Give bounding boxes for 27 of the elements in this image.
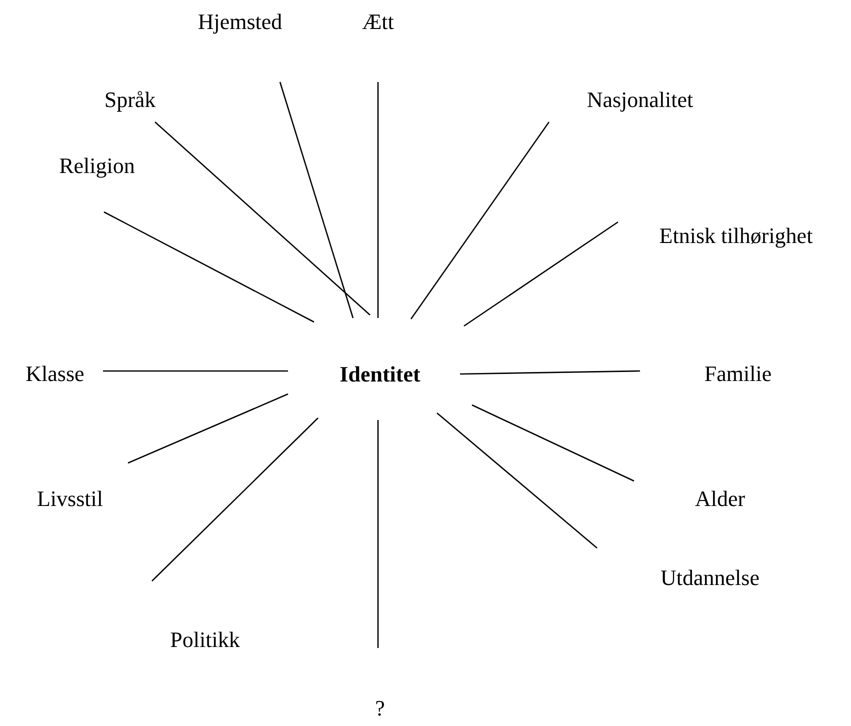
spoke-line xyxy=(152,418,318,582)
spoke-line xyxy=(472,404,634,482)
spoke-label: Utdannelse xyxy=(592,544,762,592)
spoke-label: Religion xyxy=(56,152,138,216)
spoke-label: Etnisk tilhørighet xyxy=(631,222,816,250)
spoke-label: Politikk xyxy=(167,544,243,654)
spoke-line xyxy=(410,122,550,320)
spoke-line xyxy=(436,412,598,548)
spoke-line xyxy=(128,393,288,464)
spoke-line xyxy=(279,82,354,318)
spoke-line xyxy=(460,370,640,375)
spoke-label: Alder xyxy=(630,484,748,514)
center-label: Identitet xyxy=(290,262,470,422)
spoke-label: Ætt xyxy=(359,8,397,86)
spoke-line xyxy=(464,221,618,327)
spoke-label: Livsstil xyxy=(34,458,133,514)
spoke-label: Klasse xyxy=(22,360,104,388)
spoke-label: ? xyxy=(372,588,388,722)
spoke-label: Nasjonalitet xyxy=(548,86,696,126)
spoke-label: Hjemsted xyxy=(194,8,286,86)
spoke-line xyxy=(154,122,370,316)
spoke-line xyxy=(377,420,379,648)
spoke-line xyxy=(103,370,288,372)
spoke-label: Familie xyxy=(634,360,775,388)
spoke-line xyxy=(104,211,314,323)
spoke-label: Språk xyxy=(101,86,159,126)
spoke-line xyxy=(377,82,379,318)
